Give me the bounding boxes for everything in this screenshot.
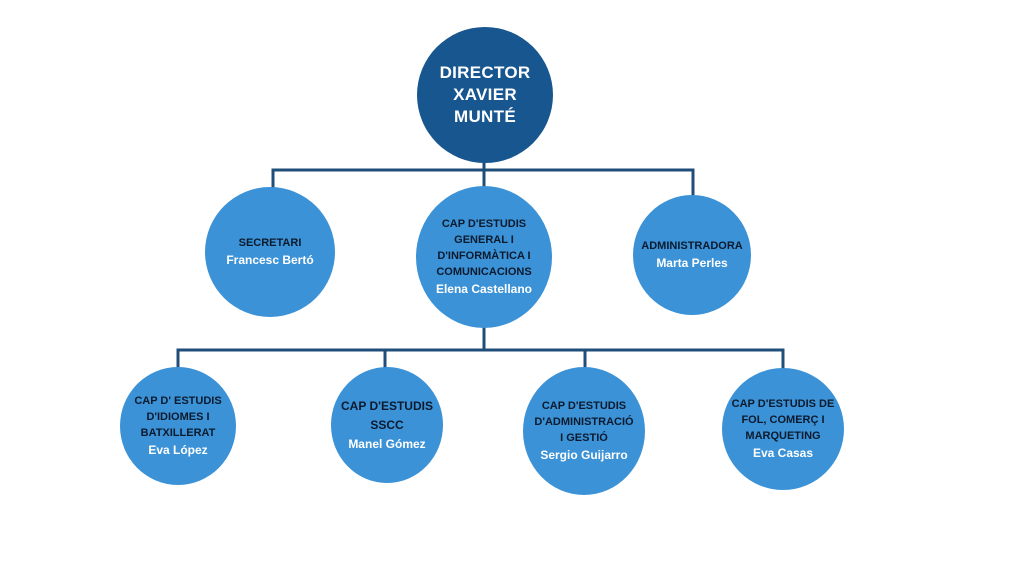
general-head-role: CAP D'ESTUDIS GENERAL I D'INFORMÀTICA I … bbox=[436, 218, 532, 278]
fol-node: CAP D'ESTUDIS DE FOL, COMERÇ I MARQUETIN… bbox=[722, 368, 844, 490]
idiomes-node: CAP D' ESTUDIS D'IDIOMES I BATXILLERAT E… bbox=[120, 367, 236, 485]
secretari-name: Francesc Bertó bbox=[226, 253, 314, 267]
sscc-role: CAP D'ESTUDIS SSCC bbox=[341, 399, 433, 432]
secretari-role: SECRETARI bbox=[238, 237, 302, 249]
idiomes-name: Eva López bbox=[148, 443, 208, 457]
fol-name: Eva Casas bbox=[752, 446, 814, 460]
director-label: DIRECTOR XAVIER MUNTÉ bbox=[439, 63, 531, 126]
administracio-name: Sergio Guijarro bbox=[540, 448, 628, 462]
administradora-role: ADMINISTRADORA bbox=[641, 240, 743, 252]
sscc-node: CAP D'ESTUDIS SSCC Manel Gómez bbox=[331, 367, 443, 483]
administracio-role: CAP D'ESTUDIS D'ADMINISTRACIÓ I GESTIÓ bbox=[534, 400, 634, 444]
idiomes-role: CAP D' ESTUDIS D'IDIOMES I BATXILLERAT bbox=[134, 395, 222, 439]
secretari-node: SECRETARI Francesc Bertó bbox=[205, 187, 335, 317]
administradora-node: ADMINISTRADORA Marta Perles bbox=[633, 195, 751, 315]
sscc-name: Manel Gómez bbox=[348, 437, 426, 451]
general-head-node: CAP D'ESTUDIS GENERAL I D'INFORMÀTICA I … bbox=[416, 186, 552, 328]
administradora-name: Marta Perles bbox=[656, 256, 728, 270]
director-node: DIRECTOR XAVIER MUNTÉ bbox=[417, 27, 553, 163]
general-head-name: Elena Castellano bbox=[435, 282, 533, 296]
administracio-node: CAP D'ESTUDIS D'ADMINISTRACIÓ I GESTIÓ S… bbox=[523, 367, 645, 495]
fol-role: CAP D'ESTUDIS DE FOL, COMERÇ I MARQUETIN… bbox=[731, 398, 835, 442]
